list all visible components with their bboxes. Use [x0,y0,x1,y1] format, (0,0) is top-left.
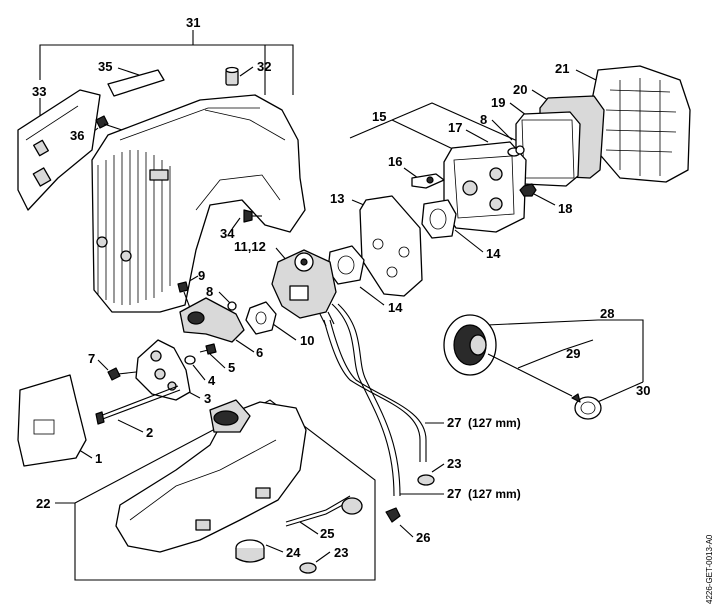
carburetor-box-part-15 [443,141,527,233]
label-33: 33 [32,84,46,99]
label-2: 2 [146,425,153,440]
label-32: 32 [257,59,271,74]
label-11-12: 11,12 [234,239,266,254]
label-14-upper: 14 [486,246,501,261]
label-24: 24 [286,545,301,560]
washer-part-8-top [515,145,525,155]
screw-part-34 [243,209,262,223]
fitting-part-26 [385,507,401,523]
label-27-upper: 27 [447,415,461,430]
label-35: 35 [98,59,112,74]
reference-code: 4226-GET-0013-A0 [705,534,714,604]
fuel-hose-part-25 [285,495,363,527]
washer-part-8-lower [227,301,237,311]
label-8-lower: 8 [206,284,213,299]
choke-lever-part-16 [411,173,445,189]
label-27-lower: 27 [447,486,461,501]
filter-element-part-19 [515,111,581,187]
starter-rope-part-29 [487,353,573,397]
gasket-part-14-upper [421,199,457,239]
label-25: 25 [320,526,334,541]
plug-part-23-upper [417,474,435,486]
fuel-tank-part-22 [115,399,307,553]
label-8-upper: 8 [480,112,487,127]
nut-part-18 [519,183,537,197]
label-22: 22 [36,496,50,511]
label-23-upper: 23 [447,456,461,471]
label-18: 18 [558,201,572,216]
label-10: 10 [300,333,314,348]
screw-part-36 [95,115,123,131]
label-15: 15 [372,109,386,124]
label-29: 29 [566,346,580,361]
label-27-lower-length: (127 mm) [468,487,521,501]
sleeve-part-32 [225,66,239,86]
label-7: 7 [88,351,95,366]
label-5: 5 [228,360,235,375]
label-13: 13 [330,191,344,206]
intake-manifold-part-6 [179,297,245,343]
label-17: 17 [448,120,462,135]
heat-shield-part-1 [17,374,87,467]
gasket-part-10 [245,301,277,335]
label-19: 19 [491,95,505,110]
label-20: 20 [513,82,527,97]
screw-part-7 [107,367,137,381]
washer-part-4 [184,355,196,365]
label-27-upper-length: (127 mm) [468,416,521,430]
label-23-lower: 23 [334,545,348,560]
cooling-fins [97,150,171,305]
plate-part-13 [359,195,423,297]
filler-cap-part-24 [235,539,265,563]
filter-cover-part-21 [591,65,691,183]
label-34: 34 [220,226,235,241]
plate-part-35 [107,69,165,97]
label-28: 28 [600,306,614,321]
starter-handle-part-30 [571,393,602,420]
carburetor-part-11-12 [271,249,337,327]
label-4: 4 [208,373,216,388]
screw-part-5 [199,343,217,355]
label-21: 21 [555,61,569,76]
label-16: 16 [388,154,402,169]
label-14-lower: 14 [388,300,403,315]
bracket-part-3 [135,339,191,401]
label-31: 31 [186,15,200,30]
side-cover-part-33 [17,89,101,211]
bolt-part-2 [95,385,181,425]
part-labels: 31 35 32 33 36 34 21 20 19 15 17 8 16 18… [32,15,650,560]
label-30: 30 [636,383,650,398]
starter-part-28 [443,314,497,376]
label-6: 6 [256,345,263,360]
label-9: 9 [198,268,205,283]
label-26: 26 [416,530,430,545]
fuel-lines-part-27 [323,303,427,497]
label-36: 36 [70,128,84,143]
screw-part-9 [177,281,191,309]
label-1: 1 [95,451,102,466]
shroud-housing [91,94,306,313]
label-3: 3 [204,391,211,406]
plug-part-23-lower [299,562,317,574]
